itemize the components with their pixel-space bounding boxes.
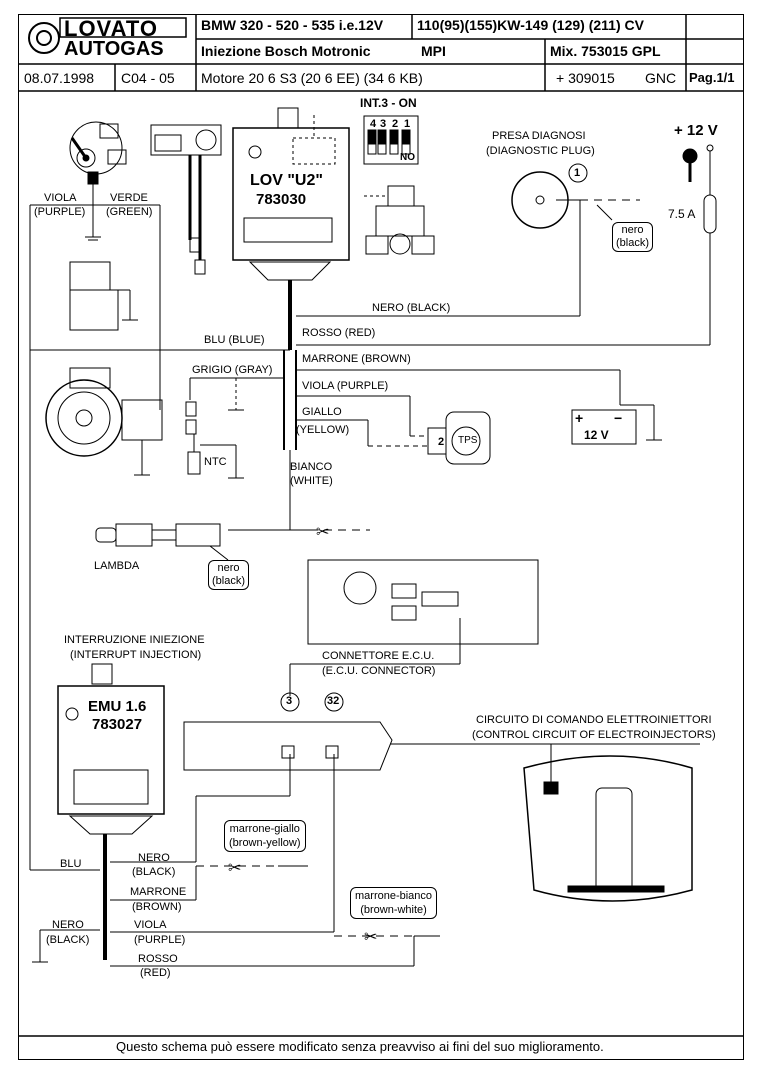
gas-distributor-icon [69, 121, 127, 241]
conn-it: CONNETTORE E.C.U. [322, 650, 435, 662]
battery-minus: − [614, 410, 623, 426]
injector-circuit [523, 744, 693, 902]
wire-nero-black: NERO (BLACK) [372, 302, 451, 314]
nero-box-lambda: nero(black) [208, 560, 250, 590]
lov-u2-code: 783030 [256, 191, 307, 208]
lov-u2-module [232, 107, 350, 450]
emu-rosso: ROSSO [138, 953, 178, 965]
emu-brown: (BROWN) [132, 901, 182, 913]
emu-nero: NERO [138, 852, 170, 864]
wire-viola-purple: VIOLA (PURPLE) [302, 380, 389, 392]
wire-bianco: BIANCO [290, 461, 333, 473]
emu-label: EMU 1.6 [88, 698, 147, 715]
emu-red: (RED) [140, 967, 171, 979]
ntc-label: NTC [204, 456, 227, 468]
battery-label: 12 V [584, 428, 609, 442]
wire-giallo: GIALLO [302, 406, 342, 418]
scissors-icon-2: ✂ [228, 860, 242, 877]
vehicle: BMW 320 - 520 - 535 i.e.12V [201, 17, 384, 33]
ignition-key-fuse [682, 144, 717, 345]
scissors-icon: ✂ [316, 524, 330, 541]
marrone-bianco-box: marrone-bianco(brown-white) [350, 887, 438, 919]
presa-it: PRESA DIAGNOSI [492, 130, 586, 142]
lambda-label: LAMBDA [94, 560, 140, 572]
green-label: (GREEN) [106, 206, 153, 218]
ecu-connector [183, 692, 700, 771]
part: + 309015 [556, 70, 615, 86]
battery [571, 404, 662, 445]
plug-pin-1: 1 [574, 167, 581, 179]
tps-pin: 2 [438, 436, 445, 448]
mixer: Mix. 753015 GPL [550, 43, 661, 59]
lovato-logo [28, 17, 187, 54]
interr-it: INTERRUZIONE INIEZIONE [64, 634, 205, 646]
emu-code: 783027 [92, 716, 143, 733]
presa-en: (DIAGNOSTIC PLUG) [486, 145, 595, 157]
schematic-sheet [18, 14, 744, 1060]
purple-label: (PURPLE) [34, 206, 86, 218]
engine: Motore 20 6 S3 (20 6 EE) (34 6 KB) [201, 70, 423, 86]
viola-label: VIOLA [44, 192, 77, 204]
switch-num-1: 1 [404, 118, 411, 130]
interr-en: (INTERRUPT INJECTION) [70, 649, 202, 661]
pressure-regulator [45, 261, 163, 476]
switch-no: NO [400, 152, 415, 163]
emu-module [32, 663, 440, 967]
header-grid [18, 14, 744, 1037]
switch-num-3: 3 [380, 118, 387, 130]
power: 110(95)(155)KW-149 (129) (211) CV [417, 17, 644, 33]
page-number: Pag.1/1 [689, 70, 735, 85]
wire-yellow: (YELLOW) [296, 424, 350, 436]
emu-viola: VIOLA [134, 919, 167, 931]
dashboard-ecu [289, 559, 539, 696]
wire-marrone-brown: MARRONE (BROWN) [302, 353, 411, 365]
tps-label: TPS [458, 435, 478, 446]
wire-white: (WHITE) [290, 475, 333, 487]
injection-type: MPI [421, 43, 446, 59]
fuse-label: 7.5 A [668, 207, 696, 221]
footer-note: Questo schema può essere modificato senz… [116, 1039, 604, 1054]
brand-top: LOVATO [64, 16, 158, 41]
scissors-icon-3: ✂ [364, 929, 378, 946]
switch-num-4: 4 [370, 118, 377, 130]
relay-connector [150, 124, 222, 275]
emu-black: (BLACK) [132, 866, 176, 878]
wire-rosso-red: ROSSO (RED) [302, 327, 376, 339]
emu-purple: (PURPLE) [134, 934, 186, 946]
tps-sensor [368, 411, 491, 465]
left-black: (BLACK) [46, 934, 90, 946]
wire-grigio-gray: GRIGIO (GRAY) [192, 364, 273, 376]
conn-en: (E.C.U. CONNECTOR) [322, 665, 436, 677]
switch-num-2: 2 [392, 118, 399, 130]
lov-u2-label: LOV "U2" [250, 172, 323, 189]
int3-label: INT.3 - ON [360, 96, 417, 110]
code: C04 - 05 [121, 70, 175, 86]
brand-bottom: AUTOGAS [64, 38, 164, 60]
nero-box-plug: nero(black) [612, 222, 654, 252]
int3-switch [363, 115, 419, 165]
circ-en: (CONTROL CIRCUIT OF ELECTROINJECTORS) [472, 729, 716, 741]
gas-valve [364, 185, 435, 255]
circ-it: CIRCUITO DI COMANDO ELETTROINIETTORI [476, 714, 712, 726]
diagnostic-plug [511, 163, 640, 316]
battery-plus: + [575, 410, 584, 426]
injection: Iniezione Bosch Motronic [201, 43, 371, 59]
pin-3: 3 [286, 695, 293, 707]
plus-12v: + 12 V [674, 122, 718, 139]
fuel: GNC [645, 70, 677, 86]
emu-blu: BLU [60, 858, 82, 870]
ntc-sensor [185, 401, 244, 479]
date: 08.07.1998 [24, 70, 95, 86]
emu-marrone: MARRONE [130, 886, 187, 898]
verde-label: VERDE [110, 192, 148, 204]
left-nero: NERO [52, 919, 84, 931]
harness-lines [29, 204, 710, 871]
marrone-giallo-box: marrone-giallo(brown-yellow) [224, 820, 306, 852]
pin-32: 32 [327, 695, 340, 707]
lambda-sensor [95, 523, 229, 561]
wire-blu-blue: BLU (BLUE) [204, 334, 265, 346]
